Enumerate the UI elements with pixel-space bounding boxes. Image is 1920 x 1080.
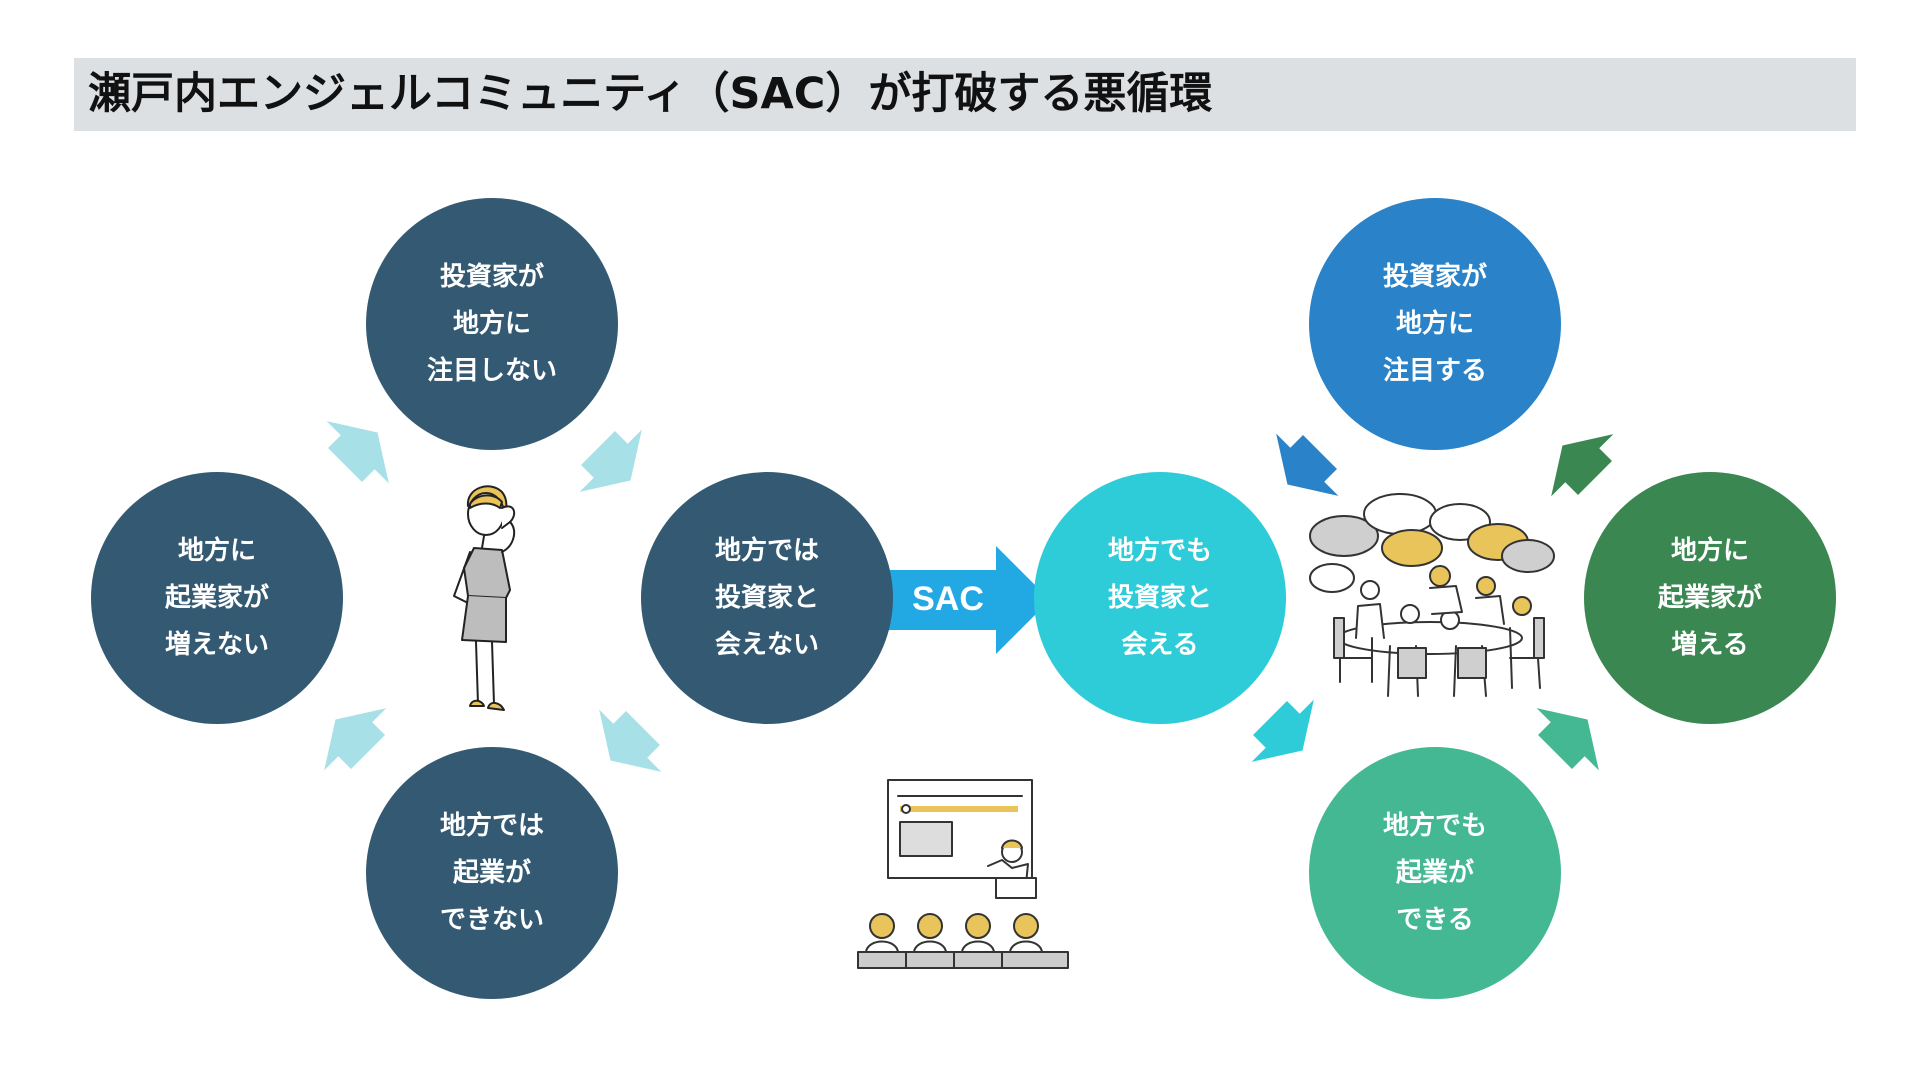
node-line: 地方に <box>177 535 256 566</box>
arrow-top-to-right <box>579 429 642 492</box>
node-line: 注目しない <box>426 355 557 386</box>
node-line: 地方では <box>714 535 819 566</box>
node-good-right: 地方に 起業家が 増える <box>1584 472 1836 724</box>
node-line: 地方でも <box>1382 810 1487 841</box>
presentation-seminar-illustration <box>857 779 1069 969</box>
title-bar: 瀬戸内エンジェルコミュニティ（SAC）が打破する悪循環 <box>74 58 1856 131</box>
node-good-bottom: 地方でも 起業が できる <box>1309 747 1561 999</box>
node-line: 会えない <box>714 629 819 660</box>
node-line: 地方に <box>1670 535 1749 566</box>
node-line: 注目する <box>1382 355 1487 386</box>
sac-label: SAC <box>912 580 984 618</box>
node-good-left: 地方でも 投資家と 会える <box>1034 472 1286 724</box>
node-bad-bottom: 地方では 起業が できない <box>366 747 618 999</box>
arrow-bottom-to-right <box>1536 708 1599 771</box>
group-discussion-illustration <box>1309 493 1555 697</box>
sac-arrow-fill <box>877 546 1050 654</box>
arrow-right-to-bottom <box>599 709 662 772</box>
node-line: 増える <box>1671 629 1749 660</box>
node-line: 起業が <box>452 857 531 888</box>
node-line: できない <box>439 904 544 935</box>
node-bad-top: 投資家が 地方に 注目しない <box>366 198 618 450</box>
arrow-bottom-to-left <box>324 708 387 771</box>
confused-woman-illustration <box>453 485 516 711</box>
node-line: できる <box>1396 904 1474 935</box>
arrow-top-to-left <box>1276 433 1339 496</box>
node-line: 投資家が <box>439 261 544 292</box>
node-good-top: 投資家が 地方に 注目する <box>1309 198 1561 450</box>
node-line: 地方では <box>439 810 544 841</box>
node-line: 会える <box>1121 629 1199 660</box>
page-title: 瀬戸内エンジェルコミュニティ（SAC）が打破する悪循環 <box>88 69 1213 119</box>
node-line: 地方でも <box>1107 535 1212 566</box>
node-line: 増えない <box>164 629 269 660</box>
node-line: 地方に <box>1395 308 1474 339</box>
arrow-left-to-top <box>326 421 389 484</box>
node-line: 起業家が <box>164 582 269 613</box>
node-bad-right: 地方では 投資家と 会えない <box>641 472 893 724</box>
node-line: 地方に <box>452 308 531 339</box>
node-line: 投資家が <box>1382 261 1487 292</box>
node-line: 起業が <box>1395 857 1474 888</box>
node-line: 投資家と <box>714 582 819 613</box>
node-bad-left: 地方に 起業家が 増えない <box>91 472 343 724</box>
node-line: 投資家と <box>1107 582 1212 613</box>
arrow-left-to-bottom <box>1251 699 1314 762</box>
arrow-right-to-top <box>1551 434 1614 497</box>
node-line: 起業家が <box>1657 582 1762 613</box>
